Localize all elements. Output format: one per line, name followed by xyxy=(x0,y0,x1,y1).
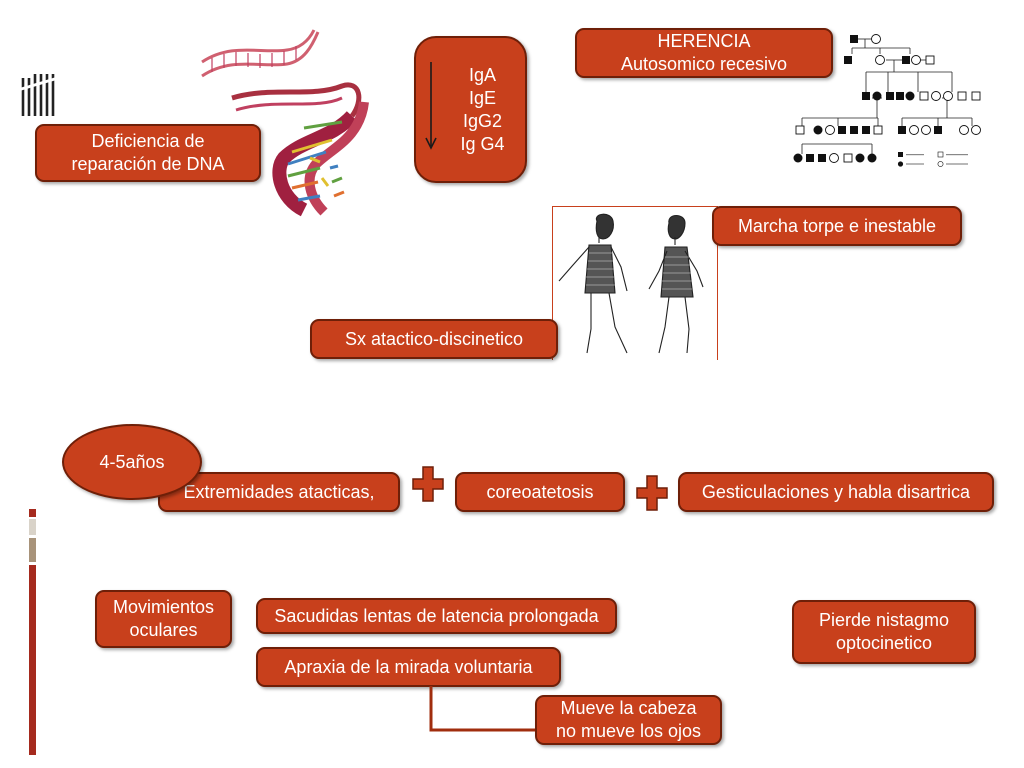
optokinetic-nystagmus-box: Pierde nistagmo optocinetico xyxy=(792,600,976,664)
clumsy-gait-label: Marcha torpe e inestable xyxy=(737,215,937,236)
head-movement-box: Mueve la cabeza no mueve los ojos xyxy=(535,695,722,745)
gesticulations-dysarthria-label: Gesticulaciones y habla disartrica xyxy=(701,481,971,502)
ig-item: Ig G4 xyxy=(460,133,505,154)
gesticulations-dysarthria-box: Gesticulaciones y habla disartrica xyxy=(678,472,994,512)
children-figures xyxy=(558,213,704,354)
accent-bar-light xyxy=(29,519,36,535)
ataxic-limbs-label: Extremidades atacticas, xyxy=(183,481,375,502)
age-label: 4-5años xyxy=(99,451,165,472)
ataxic-dyskinetic-syndrome-label: Sx atactico-discinetico xyxy=(344,328,524,349)
accent-bar-tan xyxy=(29,538,36,562)
accent-bar-long xyxy=(29,565,36,755)
inheritance-subtitle: Autosomico recesivo xyxy=(620,54,788,74)
down-arrow-icon xyxy=(425,62,437,150)
accent-bar-top xyxy=(29,509,36,517)
plus-icon xyxy=(636,475,668,511)
hatch-decoration xyxy=(17,74,59,116)
ig-item: IgA xyxy=(468,64,497,85)
dna-repair-deficiency-box: Deficiencia de reparación de DNA xyxy=(35,124,261,182)
ig-item: IgE xyxy=(468,87,497,108)
slow-saccades-box: Sacudidas lentas de latencia prolongada xyxy=(256,598,617,634)
head-movement-label: Mueve la cabeza no mueve los ojos xyxy=(555,698,702,741)
connector-line xyxy=(429,686,536,732)
eye-movements-label: Movimientos oculares xyxy=(112,597,215,640)
choreoathetosis-label: coreoatetosis xyxy=(486,481,594,502)
ig-item: IgG2 xyxy=(462,110,503,131)
optokinetic-nystagmus-label: Pierde nistagmo optocinetico xyxy=(818,610,950,653)
immunoglobulin-box: IgA IgE IgG2 Ig G4 xyxy=(414,36,527,183)
clumsy-gait-box: Marcha torpe e inestable xyxy=(712,206,962,246)
ataxic-limbs-box: Extremidades atacticas, xyxy=(158,472,400,512)
age-oval: 4-5años xyxy=(62,424,202,500)
immunoglobulin-list: IgA IgE IgG2 Ig G4 xyxy=(460,64,504,156)
dna-repair-deficiency-label: Deficiencia de reparación de DNA xyxy=(71,131,225,174)
choreoathetosis-box: coreoatetosis xyxy=(455,472,625,512)
inheritance-title: HERENCIA xyxy=(657,31,751,51)
pedigree-chart xyxy=(793,34,981,167)
eye-movements-box: Movimientos oculares xyxy=(95,590,232,648)
slow-saccades-label: Sacudidas lentas de latencia prolongada xyxy=(274,605,599,626)
plus-icon xyxy=(412,466,444,502)
ataxic-dyskinetic-syndrome-box: Sx atactico-discinetico xyxy=(310,319,558,359)
ataxic-children-drawing xyxy=(552,206,718,360)
gaze-apraxia-box: Apraxia de la mirada voluntaria xyxy=(256,647,561,687)
dna-helix-illustration xyxy=(201,29,369,217)
inheritance-box: HERENCIA Autosomico recesivo xyxy=(575,28,833,78)
gaze-apraxia-label: Apraxia de la mirada voluntaria xyxy=(284,656,533,677)
